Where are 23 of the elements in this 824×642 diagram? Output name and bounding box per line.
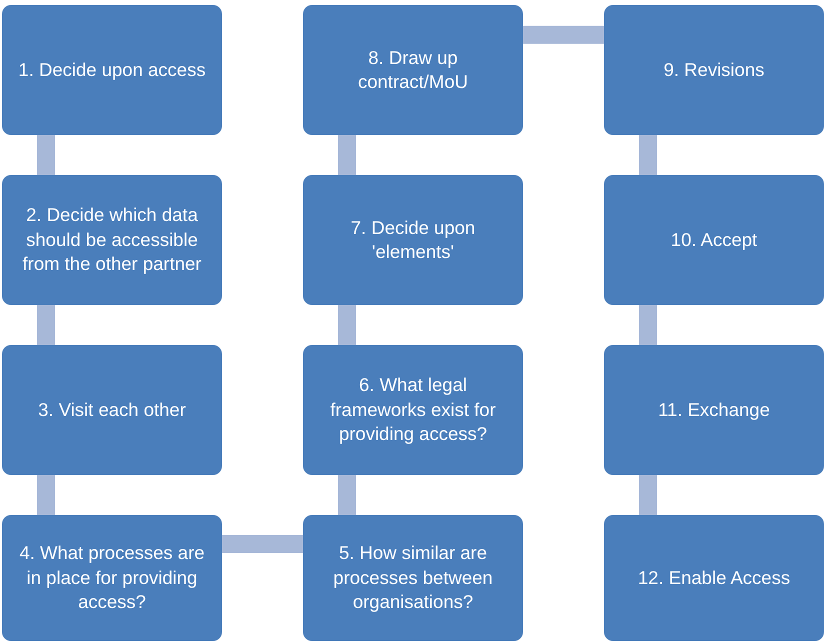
process-box: 3. Visit each other <box>2 345 222 475</box>
connector-bar <box>37 305 55 345</box>
process-box: 5. How similar are processes between organisations? <box>303 515 523 641</box>
process-box: 9. Revisions <box>604 5 824 135</box>
connector-bar <box>639 475 657 515</box>
process-box: 8. Draw up contract/MoU <box>303 5 523 135</box>
process-box: 7. Decide upon 'elements' <box>303 175 523 305</box>
process-box: 1. Decide upon access <box>2 5 222 135</box>
process-box: 4. What processes are in place for providing access? <box>2 515 222 641</box>
process-box: 10. Accept <box>604 175 824 305</box>
connector-bar <box>37 475 55 515</box>
process-box: 12. Enable Access <box>604 515 824 641</box>
connector-bar <box>639 305 657 345</box>
connector-bar <box>338 135 356 175</box>
connector-bar <box>338 305 356 345</box>
connector-bar <box>338 475 356 515</box>
process-box: 2. Decide which data should be accessible from the other partner <box>2 175 222 305</box>
process-box: 11. Exchange <box>604 345 824 475</box>
connector-bar <box>639 135 657 175</box>
connector-bar <box>37 135 55 175</box>
connector-bar <box>222 534 303 553</box>
connector-bar <box>523 26 604 44</box>
process-box: 6. What legal frameworks exist for providing access? <box>303 345 523 475</box>
